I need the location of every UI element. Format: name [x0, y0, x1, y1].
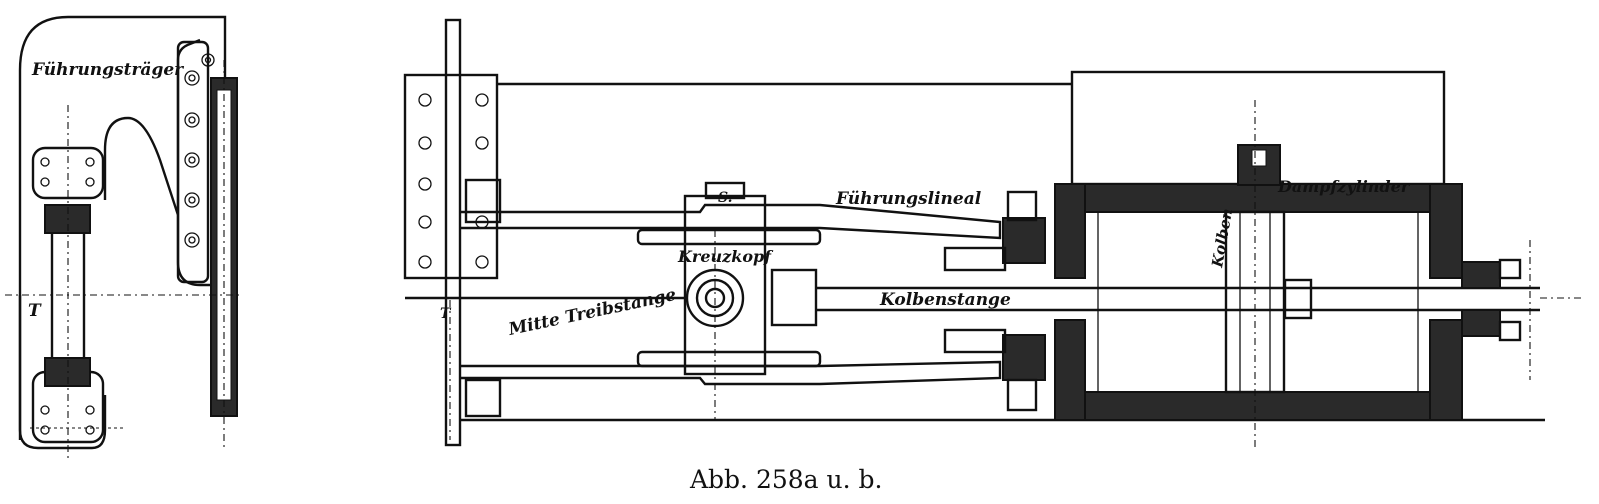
crosshead-s-block	[704, 181, 746, 200]
plate-bolts	[418, 93, 489, 269]
flange-bolts	[184, 53, 215, 248]
crosshead-bolts	[40, 157, 95, 435]
cylinder-port	[1251, 149, 1267, 167]
gland-bolt-bottom	[943, 328, 1007, 354]
mounting-plate	[403, 73, 499, 280]
crosshead-nut	[770, 268, 818, 327]
guide-rail-top	[460, 203, 1002, 240]
label-kolben: Kolben	[1208, 207, 1236, 270]
label-fuehrungstraeger: Führungsträger	[31, 60, 184, 80]
crosshead-top-pad	[31, 146, 105, 200]
stuffing-box-top	[1002, 217, 1046, 264]
label-kolbenstange: Kolbenstange	[879, 290, 1011, 310]
crosshead-lower-slide	[636, 350, 822, 368]
guide-end-block-bottom	[464, 378, 502, 418]
gland-stud-bottom	[1006, 378, 1038, 412]
label-t-left: T	[28, 301, 42, 321]
tail-stud-bottom	[1498, 320, 1522, 342]
wrist-pin-inner	[704, 287, 726, 309]
figure-a-guide-bracket	[5, 15, 240, 460]
piston-nut	[1283, 278, 1313, 320]
tail-stud-top	[1498, 258, 1522, 280]
gland-stud-top	[1006, 190, 1038, 222]
figure-b-engine	[403, 18, 1585, 450]
bolt-flange	[176, 40, 210, 284]
label-fuehrungslineal: Führungslineal	[835, 189, 982, 209]
cylinder-rear-cover	[1429, 183, 1463, 421]
figure-caption: Abb. 258a u. b.	[689, 465, 882, 494]
label-dampfzylinder: Dampfzylinder	[1277, 177, 1411, 196]
crosshead-upper-slide	[636, 228, 822, 246]
label-s: S.	[718, 190, 733, 206]
cylinder-wall-bottom	[1054, 391, 1461, 421]
gland-bolt-top	[943, 246, 1007, 272]
crosshead-body	[683, 194, 767, 376]
label-kreuzkopf: Kreuzkopf	[677, 247, 774, 266]
label-t-right: T	[440, 306, 452, 322]
guide-end-block-top	[464, 178, 502, 224]
frame-column	[444, 18, 462, 447]
cylinder-front-cover	[1054, 183, 1086, 421]
stuffing-box-bottom	[1002, 334, 1046, 381]
label-mitte-treibstange: Mitte Treibstange	[506, 285, 678, 340]
tail-gland	[1461, 261, 1501, 337]
